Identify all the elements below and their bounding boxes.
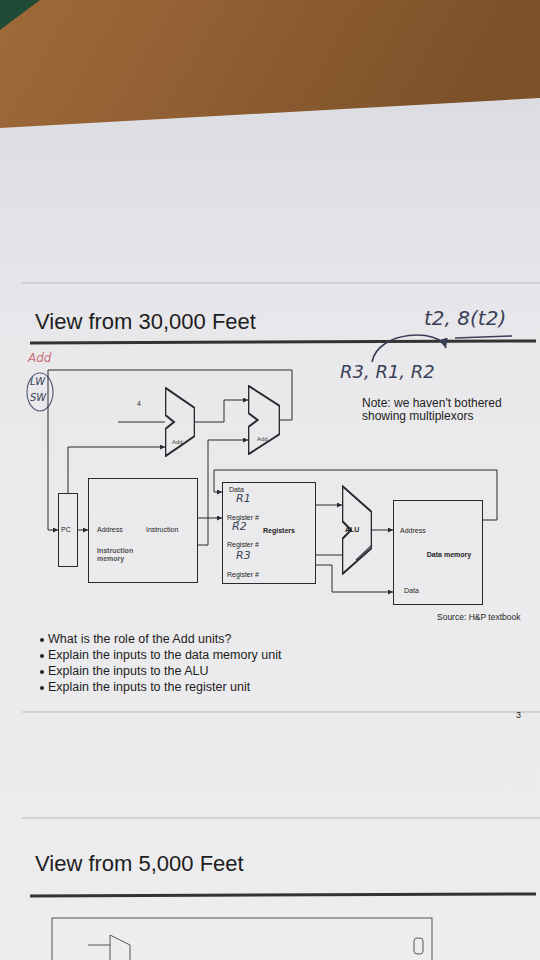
hand-arrow xyxy=(372,335,446,362)
slide-text: View from 5,000 Feet xyxy=(35,852,244,876)
connector-wire xyxy=(48,370,292,530)
component-box: PC xyxy=(58,493,78,567)
node-text: ALU xyxy=(345,526,359,534)
outline-shape xyxy=(342,486,371,574)
node-text: Register # xyxy=(227,541,259,549)
constant-wire xyxy=(118,422,165,423)
connector-wire xyxy=(78,530,88,531)
outline-shape xyxy=(165,388,194,457)
next-diagram-box xyxy=(52,918,432,960)
connector-wire xyxy=(195,400,248,422)
node-text: Data memory xyxy=(424,551,474,559)
green-corner xyxy=(0,0,40,30)
node-text: Add xyxy=(172,439,183,446)
handwritten-note: R2 xyxy=(232,521,247,533)
outline xyxy=(248,385,280,455)
node-text: Register # xyxy=(227,571,259,579)
handwritten-note: SW xyxy=(30,392,46,403)
handwritten-note: R1 xyxy=(236,493,251,505)
handwritten-note: R3 xyxy=(236,550,251,562)
alu-input-wire xyxy=(316,555,342,556)
handwritten-note: R3, R1, R2 xyxy=(340,362,435,382)
slide-text: 3 xyxy=(516,711,521,721)
slide-text: Explain the inputs to the ALU xyxy=(48,665,209,679)
bullet xyxy=(40,638,44,642)
component-box: AddressData memoryData xyxy=(393,500,483,605)
bullet xyxy=(40,686,44,690)
slide-text: 4 xyxy=(137,400,141,408)
node-text: Registers xyxy=(263,527,295,535)
bullet xyxy=(40,670,44,674)
connector-wire xyxy=(316,505,342,506)
slide-title: View from 30,000 Feet xyxy=(35,310,256,334)
title-rule xyxy=(30,894,536,896)
bullet xyxy=(40,654,44,658)
next-diagram-shape xyxy=(88,935,130,960)
handwritten-note: t2, 8(t2) xyxy=(424,307,506,329)
title-rule xyxy=(30,341,536,343)
connector-wire xyxy=(68,447,165,493)
alu-shape: ALU xyxy=(342,485,372,575)
component-box: Address InstructionInstruction memory xyxy=(88,478,198,583)
node-text: PC xyxy=(61,526,71,534)
adder-shape: Add xyxy=(248,385,280,455)
adder-shape: Add xyxy=(165,387,195,457)
hand-circle xyxy=(27,373,53,411)
node-text: Data xyxy=(404,587,419,595)
connector-wire xyxy=(372,530,393,531)
slide-text: Explain the inputs to the register unit xyxy=(48,681,250,695)
handwritten-note: LW xyxy=(30,376,45,387)
slide-text: Explain the inputs to the data memory un… xyxy=(48,649,281,663)
node-text: Address xyxy=(97,526,123,534)
slide-text: Note: we haven't bothered showing multip… xyxy=(362,397,522,423)
paper-sheet xyxy=(0,98,540,960)
outline-shape xyxy=(248,386,279,455)
slide-border xyxy=(22,712,540,713)
node-text: Address xyxy=(400,527,426,535)
node-text: Instruction memory xyxy=(97,547,145,562)
connector-wire xyxy=(198,518,222,519)
connector-wire xyxy=(316,565,393,592)
connector-wire xyxy=(214,470,497,520)
next-diagram-mux xyxy=(414,938,423,954)
node-text: Add xyxy=(257,436,268,443)
slide-border xyxy=(22,283,540,284)
node-text: Instruction xyxy=(146,526,178,534)
handwritten-note: Add xyxy=(28,352,51,365)
slide-text: What is the role of the Add units? xyxy=(48,633,231,647)
hand-underline xyxy=(455,336,512,338)
slide-border xyxy=(22,818,540,819)
outline xyxy=(165,387,195,457)
slide-text: Source: H&P textbook xyxy=(437,613,520,622)
hand-mark xyxy=(356,545,372,560)
